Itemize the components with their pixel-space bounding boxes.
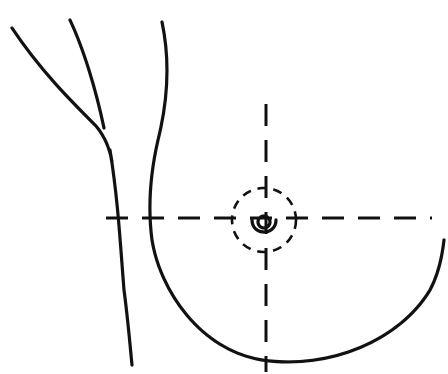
axilla-fold-line bbox=[70, 20, 104, 128]
areola-circle bbox=[232, 188, 296, 252]
torso-side-line bbox=[110, 150, 132, 365]
nipple-icon bbox=[252, 220, 276, 232]
breast-contour bbox=[150, 22, 444, 362]
